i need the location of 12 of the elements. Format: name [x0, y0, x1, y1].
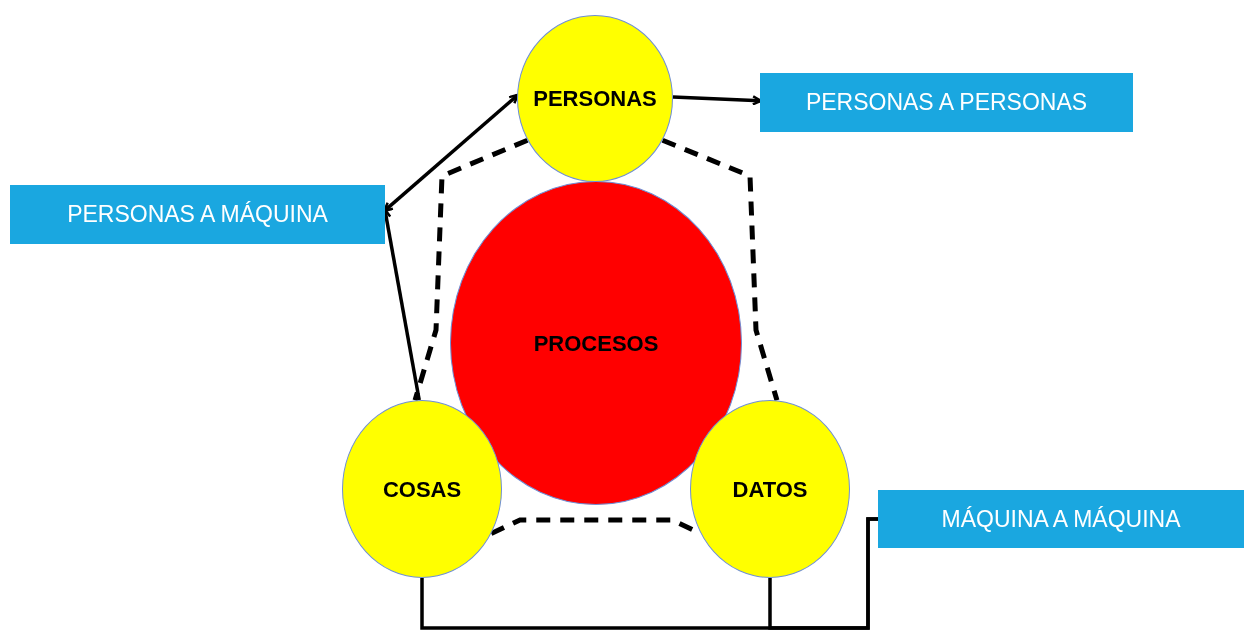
node-label: PERSONAS A PERSONAS	[805, 88, 1088, 118]
node-label: PROCESOS	[533, 329, 659, 358]
label-box	[760, 73, 1133, 132]
label-box	[10, 185, 385, 244]
node-label: COSAS	[382, 475, 462, 504]
node-label: PERSONAS	[533, 85, 657, 113]
node-label: MÁQUINA A MÁQUINA	[941, 504, 1181, 534]
dashed-connector	[661, 137, 780, 402]
label-box	[878, 490, 1244, 548]
dashed-connector	[412, 137, 529, 402]
node-label: DATOS	[732, 475, 808, 504]
node-label: PERSONAS A MÁQUINA	[67, 200, 328, 230]
